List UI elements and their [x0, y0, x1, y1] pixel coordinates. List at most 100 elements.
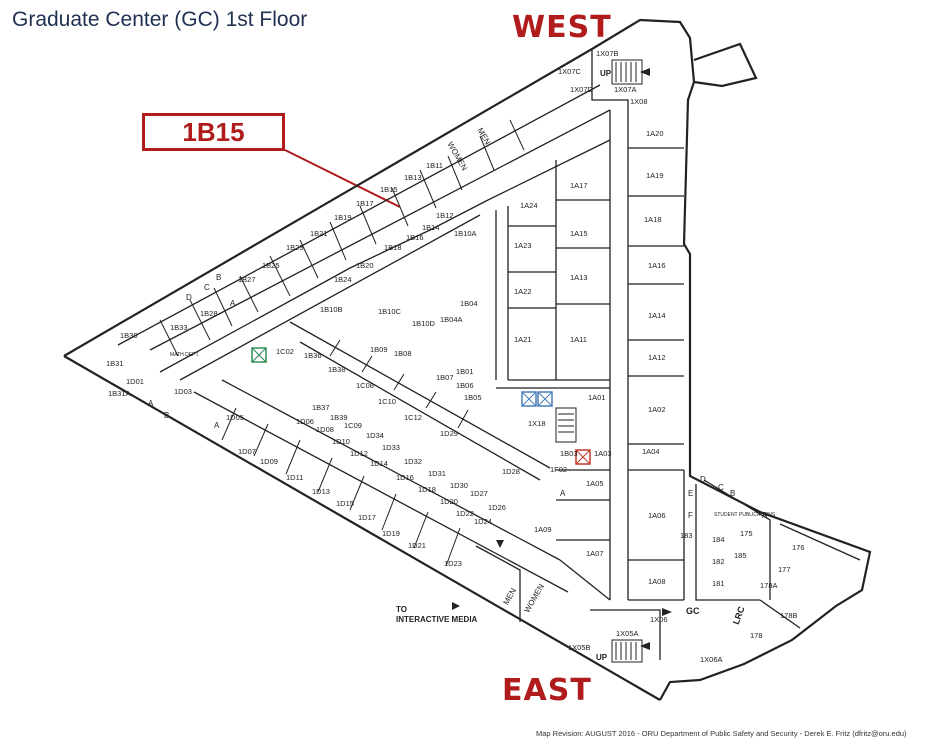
directions-label: TO — [396, 605, 407, 614]
room-label: 1D12 — [350, 449, 368, 458]
feature-labels: MEN WOMEN MEN WOMEN UP UP GC TO INTERACT… — [148, 69, 776, 662]
room-label: 1B24 — [334, 275, 352, 284]
room-label: 1B03 — [560, 449, 578, 458]
room-label: 1C10 — [378, 397, 396, 406]
room-letter-label: D — [186, 293, 192, 302]
room-label: 1D10 — [332, 437, 350, 446]
room-label: 1X18 — [528, 419, 546, 428]
room-label: 1A14 — [648, 311, 666, 320]
room-label: 1D13 — [312, 487, 330, 496]
building-outline — [63, 18, 872, 701]
room-partitions — [159, 119, 525, 567]
room-letter-label: C — [718, 483, 724, 492]
map-revision-footer: Map Revision: AUGUST 2016 - ORU Departme… — [536, 729, 907, 738]
room-label: 1A11 — [570, 335, 587, 344]
room-label: 1X08 — [630, 97, 648, 106]
room-label: 1B19 — [334, 213, 352, 222]
room-label: 1C02 — [276, 347, 294, 356]
room-label: 1D15 — [336, 499, 354, 508]
math-dept-label: MATH DEPT. — [170, 352, 199, 358]
lrc-label: LRC — [731, 605, 747, 626]
room-label: 1B07 — [436, 373, 454, 382]
page-title: Graduate Center (GC) 1st Floor — [12, 8, 308, 31]
room-letter-label: A — [560, 489, 566, 498]
room-label: 1C09 — [344, 421, 362, 430]
room-label: 1A22 — [514, 287, 532, 296]
room-label: 1B10C — [378, 307, 402, 316]
room-label: 1X05A — [616, 629, 639, 638]
room-label: 1D17 — [358, 513, 376, 522]
room-label: 1A15 — [570, 229, 588, 238]
room-label: 1D07 — [238, 447, 256, 456]
room-letter-label: A — [762, 511, 768, 520]
room-letter-label: B — [164, 411, 169, 420]
stairs-up-label: UP — [600, 69, 612, 78]
room-label: 1D14 — [370, 459, 388, 468]
compass-east-label: EAST — [502, 673, 592, 708]
room-label: 1D28 — [502, 467, 520, 476]
room-label: 1B38 — [328, 365, 346, 374]
room-label: 1X07C — [558, 67, 582, 76]
room-label: 1B05 — [464, 393, 482, 402]
room-label: 1B27 — [238, 275, 256, 284]
room-label: 1X06 — [650, 615, 668, 624]
room-letter-label: A — [230, 299, 236, 308]
room-label: 1A02 — [648, 405, 666, 414]
room-label: 1D30 — [450, 481, 468, 490]
restroom-men-label: MEN — [476, 126, 493, 146]
room-label: 185 — [734, 551, 747, 560]
room-label: 1A21 — [514, 335, 532, 344]
room-label: 1X07D — [570, 85, 594, 94]
room-label: 1A03 — [594, 449, 612, 458]
room-label: 182 — [712, 557, 725, 566]
room-label: 1A04 — [642, 447, 660, 456]
room-label: 1B30 — [120, 331, 138, 340]
room-label: 1A13 — [570, 273, 588, 282]
room-label: 1D34 — [366, 431, 384, 440]
room-label: 1B28 — [200, 309, 218, 318]
elevator-markers — [251, 347, 591, 465]
room-label: 1B06 — [456, 381, 474, 390]
room-label: 1D33 — [382, 443, 400, 452]
room-label: 1B20 — [356, 261, 374, 270]
room-label: 178B — [780, 611, 798, 620]
room-label: 1F02 — [550, 465, 567, 474]
room-label: 1D22 — [456, 509, 474, 518]
room-label: 1D19 — [382, 529, 400, 538]
room-label: 1A06 — [648, 511, 666, 520]
room-label: 1D01 — [126, 377, 144, 386]
room-label: 1X05B — [568, 643, 591, 652]
room-label: 1A12 — [648, 353, 666, 362]
room-label: 1A07 — [586, 549, 604, 558]
room-label: 178 — [750, 631, 763, 640]
room-label: 184 — [712, 535, 725, 544]
room-label: 177 — [778, 565, 791, 574]
room-label: 1D06 — [296, 417, 314, 426]
room-label: 1A09 — [534, 525, 552, 534]
room-letter-label: B — [216, 273, 221, 282]
room-label: 183 — [680, 531, 693, 540]
room-label: 1D21 — [408, 541, 426, 550]
room-label: 1B10A — [454, 229, 477, 238]
room-label: 1B21 — [310, 229, 328, 238]
room-label: 1D11 — [286, 473, 303, 482]
room-label: 1A16 — [648, 261, 666, 270]
room-label: 1B10D — [412, 319, 436, 328]
directions-label: INTERACTIVE MEDIA — [396, 615, 478, 624]
room-label: 181 — [712, 579, 725, 588]
room-label: 1B31 — [106, 359, 124, 368]
room-label-callout-target: 1B15 — [380, 185, 398, 194]
room-callout-box: 1B15 — [142, 113, 285, 151]
room-label: 1B17 — [356, 199, 374, 208]
room-label: 1B39 — [330, 413, 348, 422]
room-label: 1A08 — [648, 577, 666, 586]
room-label: 1A05 — [586, 479, 604, 488]
room-letter-label: A — [214, 421, 220, 430]
room-label: 1A17 — [570, 181, 588, 190]
restroom-men-label: MEN — [501, 586, 518, 606]
room-letter-label: F — [688, 511, 693, 520]
room-label: 1C08 — [356, 381, 374, 390]
room-letter-label: C — [204, 283, 210, 292]
